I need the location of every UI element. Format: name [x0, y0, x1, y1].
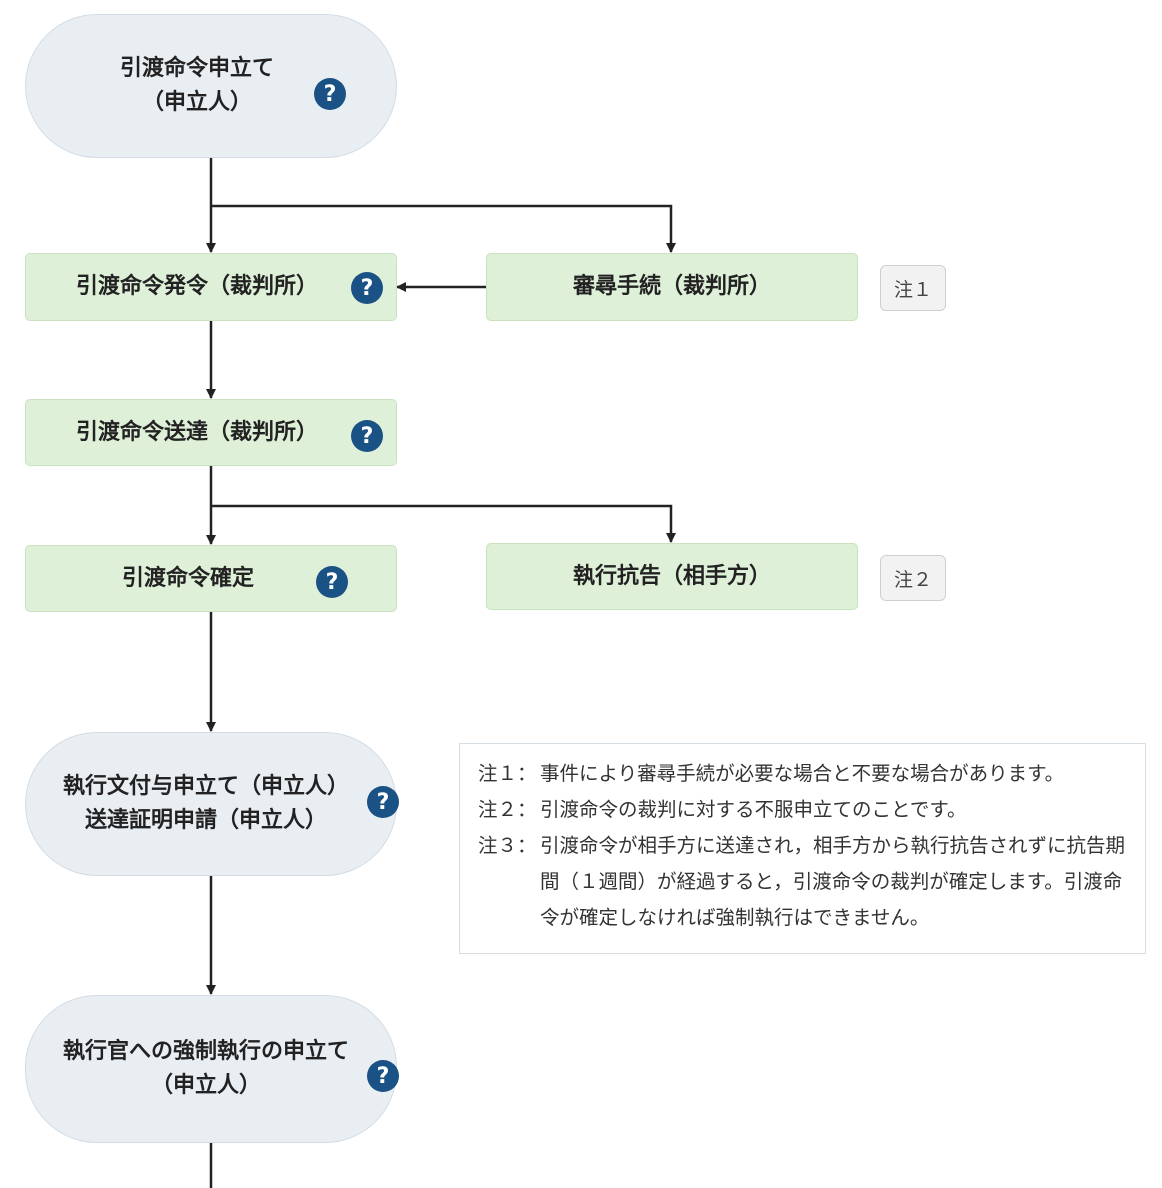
node-execution-clause: 執行文付与申立て（申立人） 送達証明申請（申立人） [25, 732, 397, 876]
note2-button[interactable]: 注２ [880, 555, 946, 601]
note-key-3: 注３： [478, 834, 537, 857]
note-key-1: 注１： [478, 762, 537, 785]
node-issue-label: 引渡命令発令（裁判所） [75, 274, 318, 299]
arrow-application-to-hearing [211, 204, 676, 253]
node-application-line1: 引渡命令申立て [119, 56, 274, 81]
note-text-2: 引渡命令の裁判に対する不服申立てのことです。 [540, 798, 967, 821]
node-enforcement-line2: （申立人） [150, 1073, 261, 1098]
node-application-line2: （申立人） [141, 90, 252, 115]
node-service: 引渡命令送達（裁判所） [25, 399, 397, 466]
node-execution-clause-line1: 執行文付与申立て（申立人） [62, 774, 349, 799]
note-row-1: 注１： 事件により審尋手続が必要な場合と不要な場合があります。 [478, 756, 1129, 792]
note-key-2: 注２： [478, 798, 537, 821]
node-hearing-label: 審尋手続（裁判所） [572, 274, 771, 299]
node-service-label: 引渡命令送達（裁判所） [75, 419, 318, 445]
node-hearing: 審尋手続（裁判所） [486, 253, 858, 321]
arrow-service-to-appeal [211, 504, 676, 543]
note-row-2: 注２： 引渡命令の裁判に対する不服申立てのことです。 [478, 792, 1129, 828]
help-icon-service[interactable]: ? [351, 420, 383, 452]
node-issue: 引渡命令発令（裁判所） [25, 253, 397, 321]
node-enforcement-line1: 執行官への強制執行の申立て [62, 1039, 349, 1064]
help-icon-enforcement[interactable]: ? [367, 1060, 399, 1092]
note-text-1: 事件により審尋手続が必要な場合と不要な場合があります。 [540, 762, 1065, 785]
node-finalization-label: 引渡命令確定 [121, 565, 254, 591]
node-enforcement: 執行官への強制執行の申立て （申立人） [25, 995, 397, 1143]
node-appeal: 執行抗告（相手方） [486, 543, 858, 610]
notes-box: 注１： 事件により審尋手続が必要な場合と不要な場合があります。 注２： 引渡命令… [459, 743, 1146, 954]
help-icon-finalization[interactable]: ? [316, 566, 348, 598]
node-appeal-label: 執行抗告（相手方） [572, 563, 771, 589]
help-icon-application[interactable]: ? [314, 78, 346, 110]
note-row-3: 注３： 引渡命令が相手方に送達され，相手方から執行抗告されずに抗告期間（１週間）… [478, 828, 1129, 936]
node-execution-clause-line2: 送達証明申請（申立人） [84, 808, 327, 833]
help-icon-execution-clause[interactable]: ? [367, 786, 399, 818]
note-text-3: 引渡命令が相手方に送達され，相手方から執行抗告されずに抗告期間（１週間）が経過す… [540, 834, 1126, 929]
note1-button[interactable]: 注１ [880, 265, 946, 311]
help-icon-issue[interactable]: ? [351, 272, 383, 304]
